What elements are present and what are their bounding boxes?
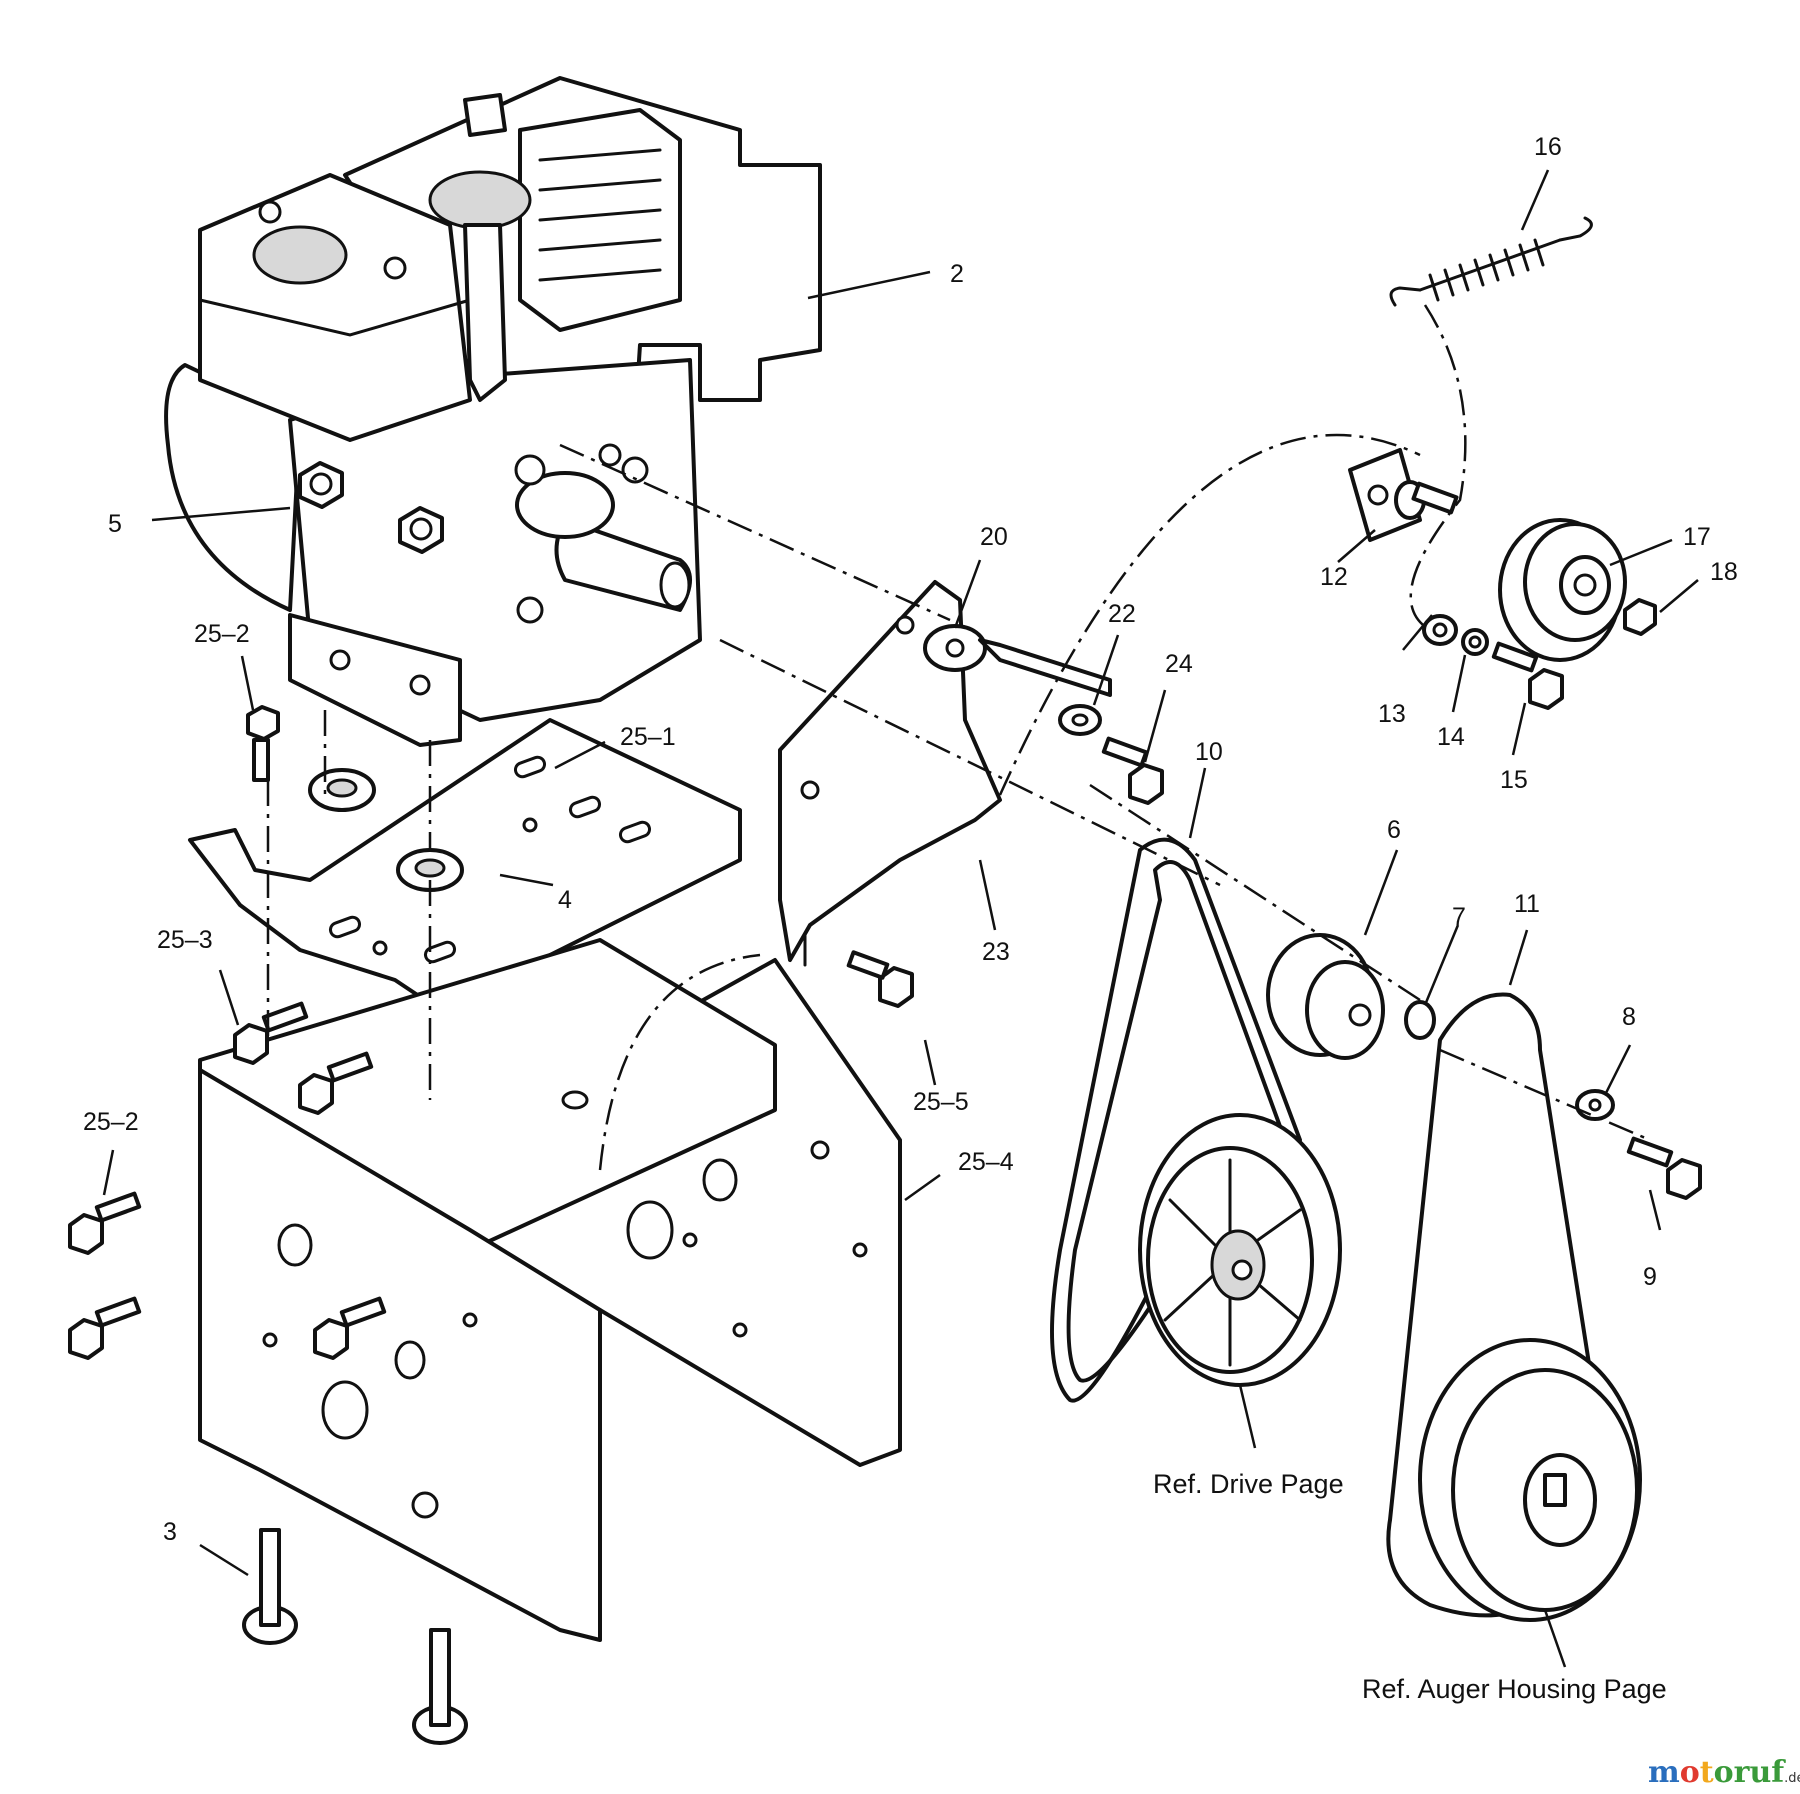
- callout-25-3: 25–3: [157, 926, 213, 954]
- callout-2: 2: [950, 260, 964, 288]
- callout-labels: 2 5 4 25–1 25–2 25–3 25–2 25–4 25–5 23 2…: [83, 133, 1738, 1704]
- spring: [1389, 216, 1593, 307]
- callout-13: 13: [1378, 700, 1406, 728]
- ref-auger-housing-page: Ref. Auger Housing Page: [1362, 1674, 1667, 1704]
- callout-3: 3: [163, 1518, 177, 1546]
- callout-25-2-upper: 25–2: [194, 620, 250, 648]
- leader-lines: [102, 169, 1699, 1668]
- engine: [164, 76, 822, 747]
- callout-11: 11: [1514, 890, 1540, 918]
- callout-20: 20: [980, 523, 1008, 551]
- callout-9: 9: [1643, 1263, 1657, 1291]
- callout-5: 5: [108, 510, 122, 538]
- callout-25-2-lower: 25–2: [83, 1108, 139, 1136]
- callout-23: 23: [982, 938, 1010, 966]
- callout-15: 15: [1500, 766, 1528, 794]
- callout-25-5: 25–5: [913, 1088, 969, 1116]
- callout-10: 10: [1195, 738, 1223, 766]
- callout-4: 4: [558, 886, 572, 914]
- callout-8: 8: [1622, 1003, 1636, 1031]
- callout-25-1: 25–1: [620, 723, 676, 751]
- callout-17: 17: [1683, 523, 1711, 551]
- callout-18: 18: [1710, 558, 1738, 586]
- watermark-logo: motoruf.de: [1648, 1755, 1800, 1790]
- svg-text:motoruf.de: motoruf.de: [1648, 1755, 1800, 1790]
- callout-22: 22: [1108, 600, 1136, 628]
- belt-bracket: [778, 580, 1002, 967]
- belts-and-pulleys: [1050, 837, 1642, 1622]
- callout-12: 12: [1320, 563, 1348, 591]
- bolts: [68, 641, 1702, 1745]
- callout-24: 24: [1165, 650, 1193, 678]
- callout-7: 7: [1452, 903, 1466, 931]
- idler-pulley-assembly: [1348, 448, 1657, 662]
- frame-panels: [198, 938, 902, 1642]
- idler-parts: [923, 624, 1112, 736]
- center-lines: [266, 304, 1651, 1171]
- callout-16: 16: [1534, 133, 1562, 161]
- callout-14: 14: [1437, 723, 1465, 751]
- callout-25-4: 25–4: [958, 1148, 1014, 1176]
- mount-plate: [188, 718, 742, 1012]
- ref-drive-page: Ref. Drive Page: [1153, 1469, 1344, 1499]
- callout-6: 6: [1387, 816, 1401, 844]
